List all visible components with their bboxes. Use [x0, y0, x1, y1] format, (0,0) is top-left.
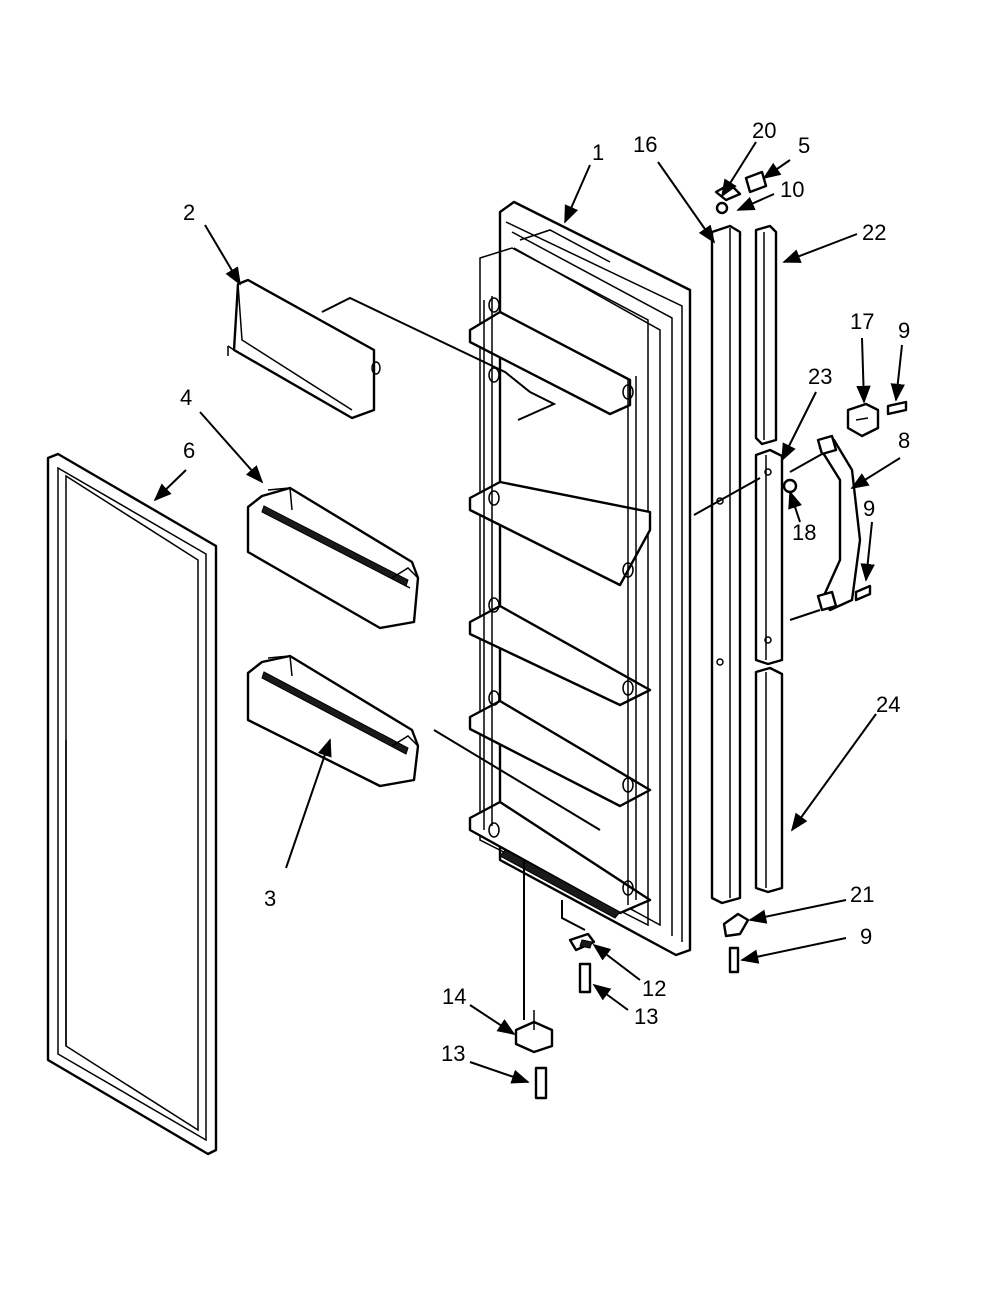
screw-13-upper	[578, 962, 592, 994]
leader-lines	[153, 141, 905, 1084]
bracket-21	[722, 912, 750, 938]
upper-trim	[754, 224, 778, 446]
callout-6: 6	[183, 438, 195, 463]
door-gasket	[46, 452, 218, 1156]
callout-3: 3	[264, 886, 276, 911]
callout-2: 2	[183, 200, 195, 225]
callout-9-top: 9	[898, 318, 910, 343]
lower-trim	[754, 666, 784, 894]
callout-labels: 1 2 4 6 3 16 20 5 10 22 17 9 23 8 18 9 2…	[180, 118, 910, 1066]
screw-13-lower	[534, 1066, 548, 1100]
hinge-20	[714, 182, 742, 215]
hinge-14	[514, 1010, 554, 1054]
screw-9-upper	[886, 400, 908, 416]
assembly-lines	[321, 296, 823, 1020]
callout-4: 4	[180, 385, 192, 410]
handle-end-cap	[846, 402, 880, 438]
callout-5: 5	[798, 133, 810, 158]
callout-1: 1	[592, 140, 604, 165]
callout-9-bottom: 9	[860, 924, 872, 949]
callout-13-lower: 13	[441, 1041, 465, 1066]
handle-trim	[710, 224, 742, 905]
callout-18: 18	[792, 520, 816, 545]
callout-10: 10	[780, 177, 804, 202]
cover-5	[744, 170, 768, 194]
callout-13-upper: 13	[634, 1004, 658, 1029]
screw-9-lower	[728, 946, 740, 974]
callout-14: 14	[442, 984, 466, 1009]
middle-trim	[754, 448, 784, 666]
callout-12: 12	[642, 976, 666, 1001]
dairy-door	[227, 278, 381, 420]
callout-9-middle: 9	[863, 496, 875, 521]
screw-9-middle	[854, 584, 872, 602]
callout-16: 16	[633, 132, 657, 157]
callout-24: 24	[876, 692, 900, 717]
callout-17: 17	[850, 309, 874, 334]
callout-22: 22	[862, 220, 886, 245]
callout-21: 21	[850, 882, 874, 907]
callout-8: 8	[898, 428, 910, 453]
bushing-12	[568, 932, 596, 952]
door-shelf-lower	[246, 654, 420, 788]
door-handle	[816, 434, 862, 612]
screw-18	[782, 478, 798, 494]
door-liner	[468, 200, 692, 957]
door-shelf-upper	[246, 486, 420, 630]
callout-23: 23	[808, 364, 832, 389]
callout-20: 20	[752, 118, 776, 143]
